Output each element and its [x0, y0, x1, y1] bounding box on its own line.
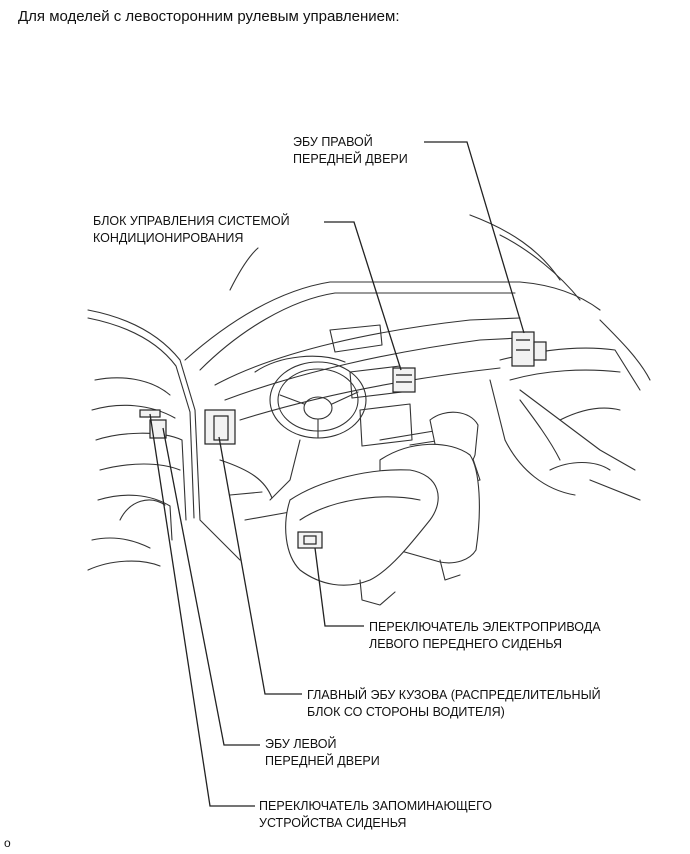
- label-line: УСТРОЙСТВА СИДЕНЬЯ: [259, 816, 407, 830]
- leader-left-front-seat-switch: [314, 547, 364, 627]
- label-left-front-door-ecu: ЭБУ ЛЕВОЙ ПЕРЕДНЕЙ ДВЕРИ: [265, 736, 380, 770]
- label-line: ПЕРЕДНЕЙ ДВЕРИ: [293, 152, 408, 166]
- label-main-body-ecu: ГЛАВНЫЙ ЭБУ КУЗОВА (РАСПРЕДЕЛИТЕЛЬНЫЙ БЛ…: [307, 687, 601, 721]
- label-line: ЭБУ ЛЕВОЙ: [265, 737, 337, 751]
- leader-seat-memory-switch: [149, 413, 255, 807]
- corner-mark: о: [4, 836, 11, 850]
- leader-ac-control-unit: [324, 221, 402, 371]
- page-title: Для моделей с левосторонним рулевым упра…: [18, 8, 400, 25]
- label-line: БЛОК УПРАВЛЕНИЯ СИСТЕМОЙ: [93, 214, 290, 228]
- label-line: ГЛАВНЫЙ ЭБУ КУЗОВА (РАСПРЕДЕЛИТЕЛЬНЫЙ: [307, 688, 601, 702]
- leader-right-front-door-ecu: [424, 141, 525, 334]
- label-line: ПЕРЕКЛЮЧАТЕЛЬ ЗАПОМИНАЮЩЕГО: [259, 799, 492, 813]
- component-ac-control-unit: [392, 367, 416, 393]
- label-left-front-seat-switch: ПЕРЕКЛЮЧАТЕЛЬ ЭЛЕКТРОПРИВОДА ЛЕВОГО ПЕРЕ…: [369, 619, 601, 653]
- label-line: БЛОК СО СТОРОНЫ ВОДИТЕЛЯ): [307, 705, 505, 719]
- leader-left-front-door-ecu: [162, 427, 260, 746]
- label-line: КОНДИЦИОНИРОВАНИЯ: [93, 231, 244, 245]
- label-seat-memory-switch: ПЕРЕКЛЮЧАТЕЛЬ ЗАПОМИНАЮЩЕГО УСТРОЙСТВА С…: [259, 798, 492, 832]
- component-left-front-seat-switch: [297, 531, 323, 549]
- label-right-front-door-ecu: ЭБУ ПРАВОЙ ПЕРЕДНЕЙ ДВЕРИ: [293, 134, 408, 168]
- label-line: ПЕРЕКЛЮЧАТЕЛЬ ЭЛЕКТРОПРИВОДА: [369, 620, 601, 634]
- label-line: ЭБУ ПРАВОЙ: [293, 135, 373, 149]
- car-interior-drawing: [87, 214, 651, 606]
- label-ac-control-unit: БЛОК УПРАВЛЕНИЯ СИСТЕМОЙ КОНДИЦИОНИРОВАН…: [93, 213, 290, 247]
- component-left-front-door-ecu: [139, 409, 167, 439]
- leader-main-body-ecu: [218, 436, 302, 695]
- component-right-front-door-ecu: [511, 331, 547, 367]
- label-line: ЛЕВОГО ПЕРЕДНЕГО СИДЕНЬЯ: [369, 637, 563, 651]
- label-line: ПЕРЕДНЕЙ ДВЕРИ: [265, 754, 380, 768]
